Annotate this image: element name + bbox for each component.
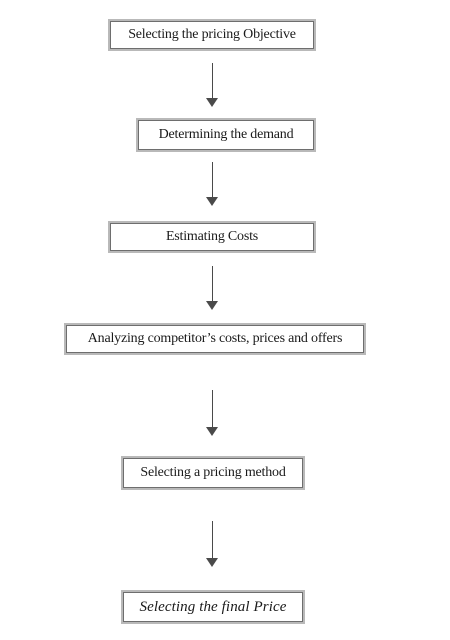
step-estimating-costs: Estimating Costs (108, 221, 316, 253)
step-determining-demand: Determining the demand (136, 118, 316, 152)
step-label: Selecting the pricing Objective (128, 27, 296, 42)
flow-arrow (206, 521, 218, 567)
flow-arrow (206, 390, 218, 436)
flow-arrow (206, 63, 218, 107)
step-label: Analyzing competitor’s costs, prices and… (87, 331, 343, 346)
flow-arrow (206, 266, 218, 310)
step-selecting-final-price: Selecting the final Price (121, 590, 305, 624)
step-label: Determining the demand (158, 127, 294, 142)
step-selecting-pricing-method: Selecting a pricing method (121, 456, 305, 490)
step-label: Estimating Costs (165, 229, 259, 244)
step-analyzing-competitors: Analyzing competitor’s costs, prices and… (64, 323, 366, 355)
step-selecting-pricing-objective: Selecting the pricing Objective (108, 19, 316, 51)
step-label: Selecting a pricing method (140, 465, 286, 480)
flow-arrow (206, 162, 218, 206)
step-label: Selecting the final Price (139, 598, 287, 615)
